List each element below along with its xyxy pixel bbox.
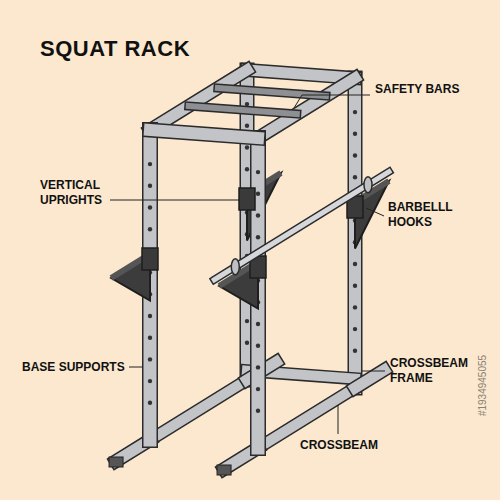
upright-hole: [245, 167, 249, 171]
upright-hole: [256, 387, 260, 391]
leader-line: [338, 405, 339, 434]
part-label: CROSSBEAM FRAME: [390, 356, 485, 386]
upright-hole: [353, 175, 357, 179]
j-hook: [239, 188, 255, 210]
upright-hole: [353, 110, 357, 114]
upright-hole: [148, 401, 152, 405]
upright-hole: [256, 409, 260, 413]
upright-hole: [256, 170, 260, 174]
upright-hole: [148, 162, 152, 166]
part-label: CROSSBEAM: [300, 438, 410, 453]
watermark: #1934945055: [477, 355, 488, 416]
upright-hole: [245, 319, 249, 323]
upright-hole: [256, 213, 260, 217]
leader-line: [129, 367, 143, 368]
barbell-collar: [364, 177, 372, 193]
leader-line: [110, 200, 240, 201]
part-label: VERTICAL UPRIGHTS: [40, 178, 115, 208]
barbell-collar: [231, 259, 239, 275]
left-crossbeam: [150, 380, 247, 440]
top-side-beam-outline: [150, 70, 247, 130]
upright-hole: [353, 305, 357, 309]
j-hook: [142, 248, 158, 270]
left-crossbeam-outline: [150, 380, 247, 440]
upright-hole: [353, 349, 357, 353]
upright-hole: [353, 153, 357, 157]
upright-hole: [148, 379, 152, 383]
upright-hole: [256, 192, 260, 196]
upright-hole: [256, 365, 260, 369]
leader-line: [366, 208, 384, 216]
leader-line: [362, 371, 385, 372]
upright-hole: [245, 145, 249, 149]
safety-bar-outline: [189, 106, 297, 114]
front-top-beam-outline: [150, 130, 258, 138]
upright-hole: [353, 132, 357, 136]
base-support-foot: [355, 370, 384, 388]
upright-hole: [245, 102, 249, 106]
upright-hole: [256, 322, 260, 326]
safety-bar: [189, 106, 297, 114]
back-top-beam-outline: [247, 70, 355, 78]
part-label: SAFETY BARS: [375, 82, 485, 97]
upright-hole: [148, 336, 152, 340]
upright-hole: [353, 327, 357, 331]
back-top-beam: [247, 70, 355, 78]
foot-cap: [109, 457, 123, 467]
upright-hole: [256, 235, 260, 239]
front-top-beam: [150, 130, 258, 138]
upright-hole: [148, 205, 152, 209]
upright-hole: [148, 184, 152, 188]
barbell: [214, 172, 389, 280]
foot-cap: [217, 465, 231, 475]
upright-hole: [353, 262, 357, 266]
leader-line: [294, 95, 370, 108]
upright-hole: [148, 227, 152, 231]
part-label: BARBELLL HOOKS: [388, 200, 468, 230]
upright-hole: [245, 124, 249, 128]
diagram-title: SQUAT RACK: [40, 36, 190, 62]
upright-hole: [148, 357, 152, 361]
part-label: BASE SUPPORTS: [22, 360, 132, 375]
upright-hole: [256, 344, 260, 348]
upright-hole: [148, 314, 152, 318]
barbell-outline: [214, 172, 389, 280]
base-support-foot-outline: [355, 370, 384, 388]
upright-hole: [245, 341, 249, 345]
top-side-beam: [150, 70, 247, 130]
upright-hole: [353, 284, 357, 288]
